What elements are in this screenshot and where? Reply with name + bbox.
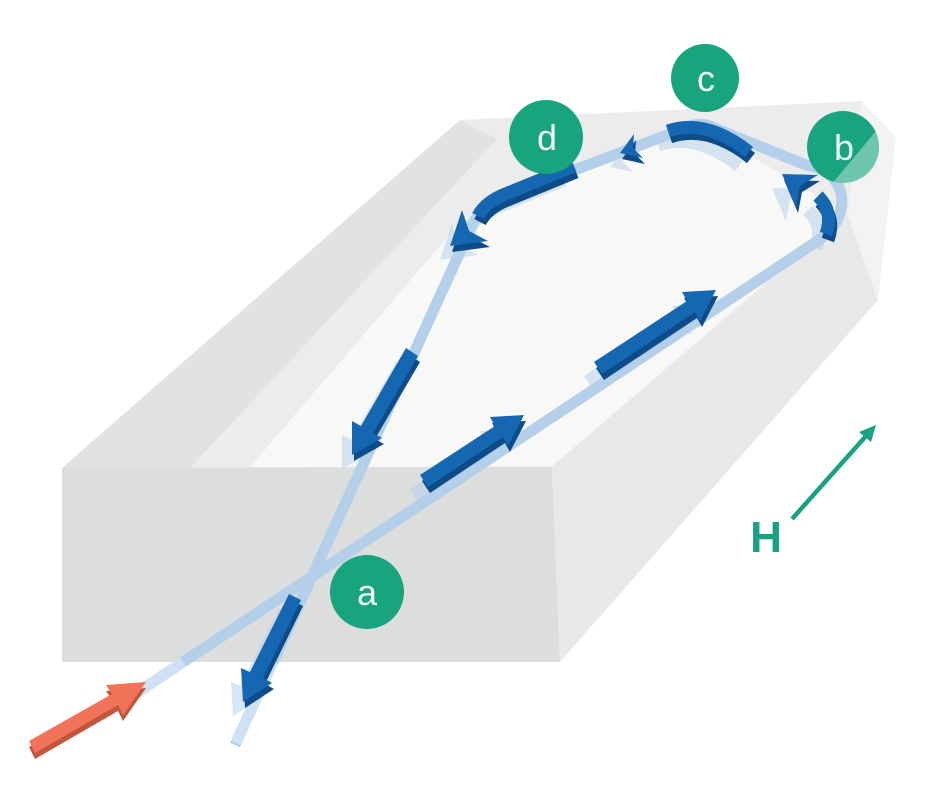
crystal-slab (62, 101, 896, 662)
marker-a-label: a (357, 572, 378, 613)
marker-b-highlight (807, 111, 879, 183)
marker-c (671, 44, 739, 112)
field-label: H (750, 513, 782, 562)
marker-b-label: b (834, 127, 854, 168)
marker-d (509, 100, 583, 174)
point-markers: a b c d (330, 44, 879, 629)
arrow-return-mid (352, 348, 418, 455)
arrow-exit (241, 594, 301, 702)
elbow-at-c (665, 120, 754, 158)
field-arrow-shaft (790, 434, 868, 521)
slab-right-face (552, 215, 878, 662)
elbow-at-d (472, 159, 577, 220)
arrow-incoming-2 (594, 290, 716, 374)
marker-c-label: c (697, 58, 715, 99)
input-arrow-bevel (29, 688, 146, 759)
marker-b (807, 111, 879, 183)
slab-top-left-band (62, 120, 497, 468)
elbow-at-b (813, 191, 836, 237)
arrow-incoming-1 (420, 415, 524, 487)
arrowhead-after-c (620, 134, 643, 158)
arrowhead-at-d (450, 210, 488, 246)
field-vector: H (750, 425, 876, 562)
slab-front-face (62, 467, 560, 662)
arrowhead-at-b (782, 174, 818, 207)
marker-a (330, 555, 404, 629)
field-arrowhead (859, 425, 876, 442)
marker-d-label: d (537, 117, 557, 158)
input-arrow (29, 682, 146, 753)
direction-arrows (241, 120, 836, 702)
